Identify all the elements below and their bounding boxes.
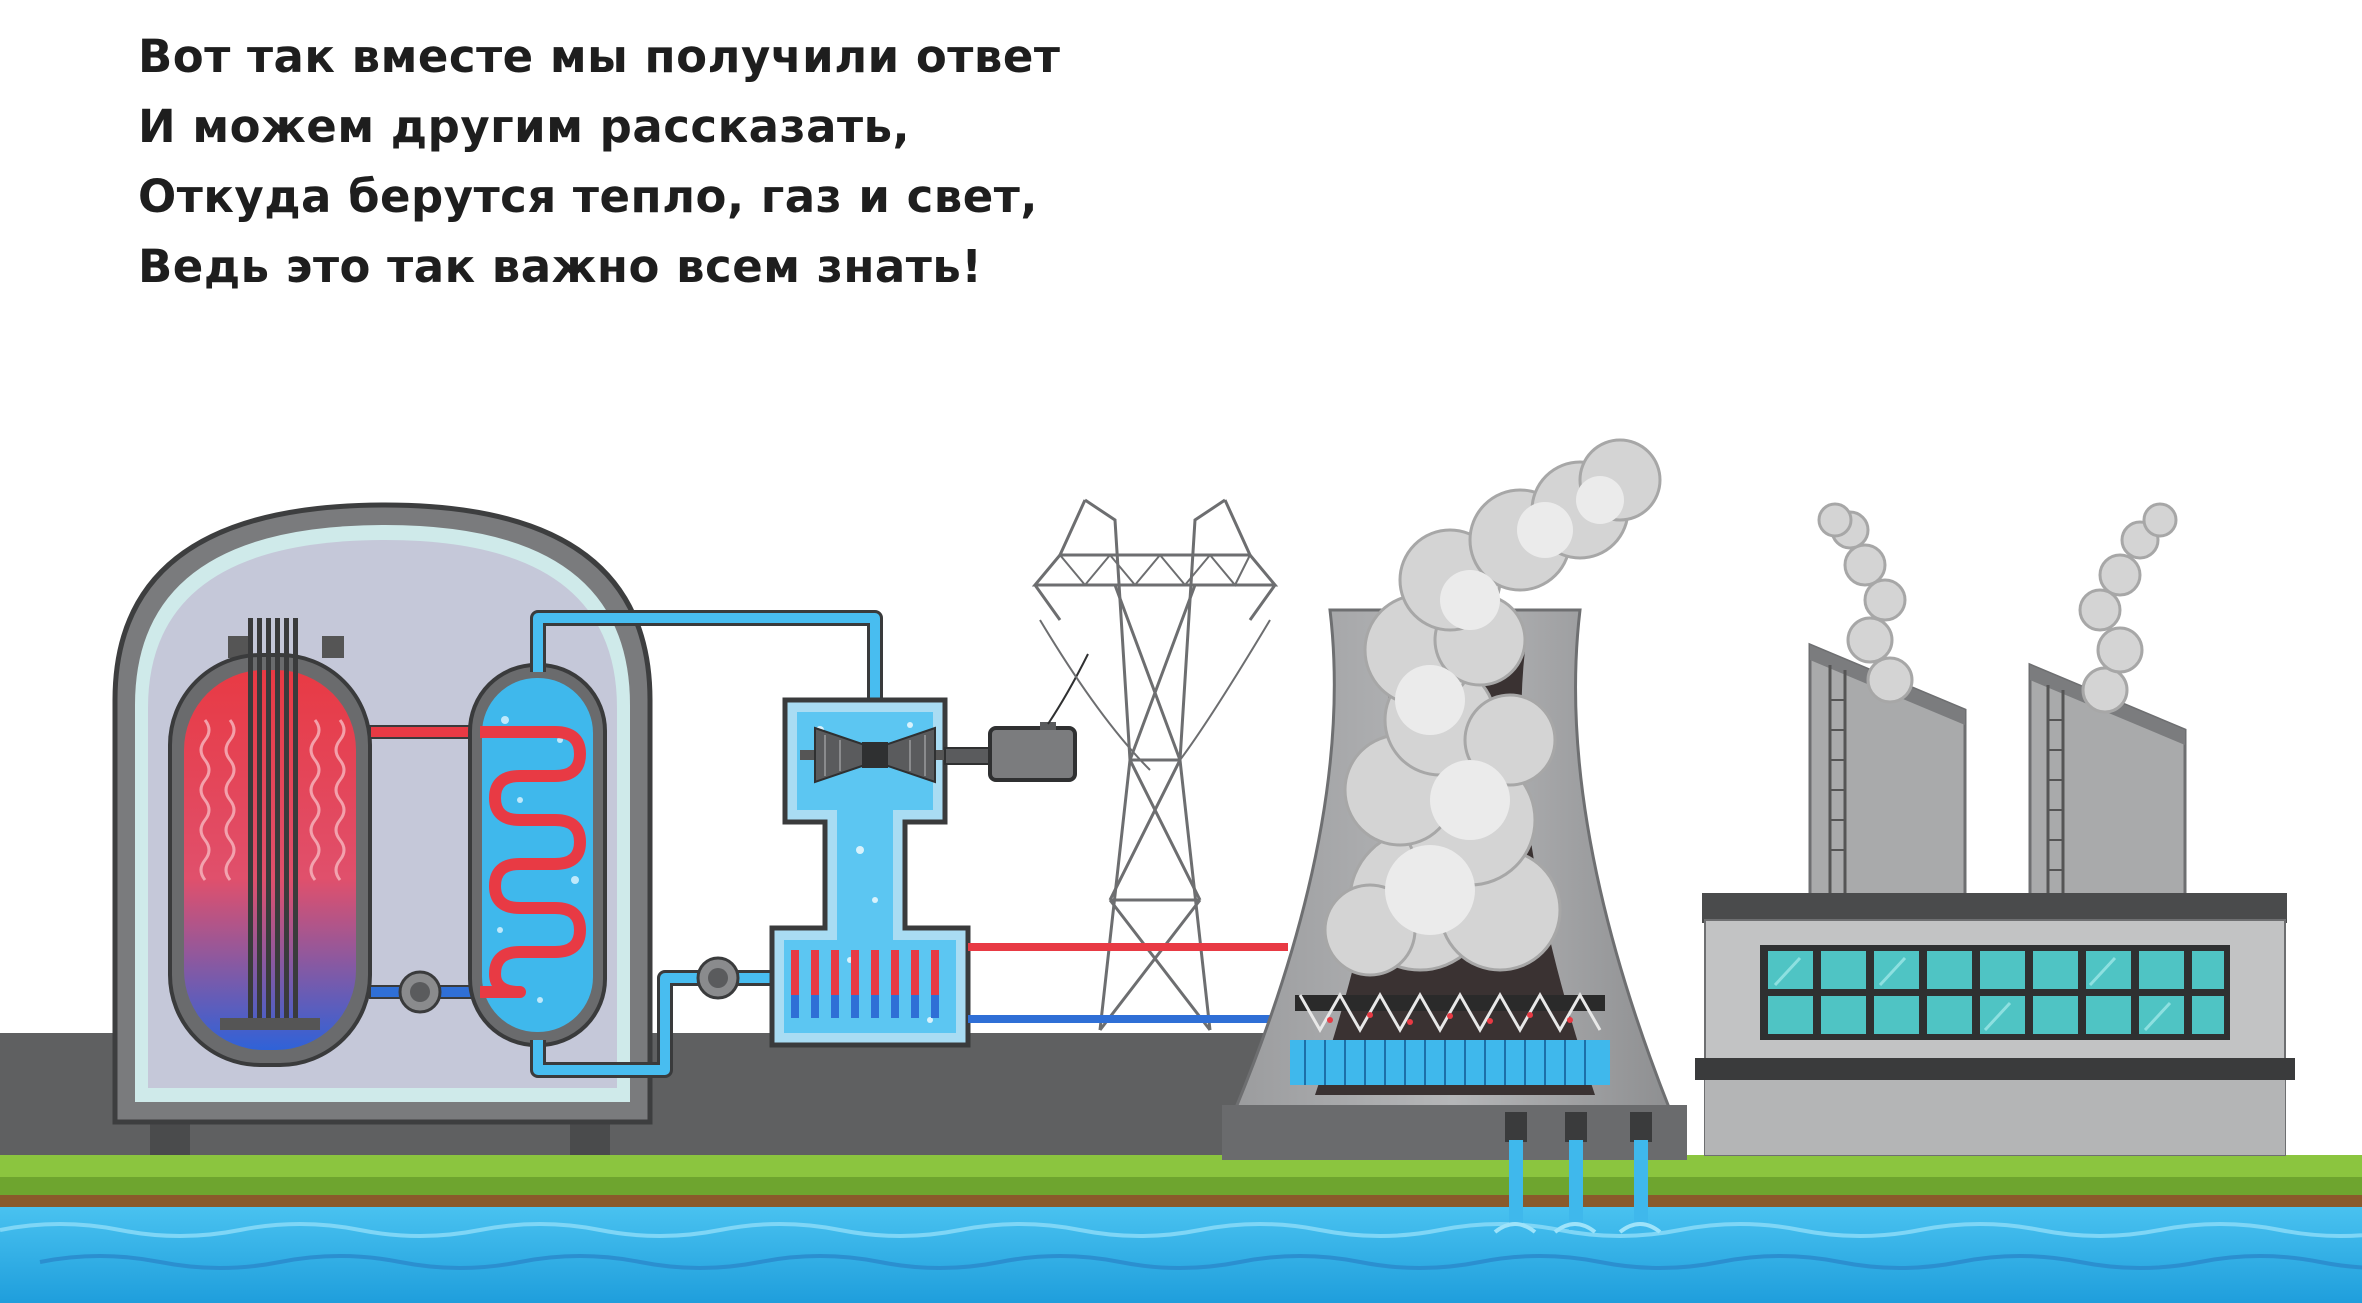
poem-line-2: И можем другим рассказать, [138,100,911,153]
factory-ladders [1828,665,2065,895]
poem-line-3: Откуда берутся тепло, газ и свет, [138,170,1038,223]
control-rods [220,618,320,1030]
factory [1695,502,2295,1156]
turbine-condenser [769,697,971,1048]
generator [944,653,1089,782]
cooling-pipes [968,943,1288,1023]
condenser-coil [791,950,939,1018]
reactor-vessel [168,618,372,1067]
secondary-loop [530,610,883,1078]
poem-line-4: Ведь это так важно всем знать! [138,240,983,293]
steam-generator [468,663,607,1047]
poem-line-1: Вот так вместе мы получили ответ [138,30,1061,83]
steam-clouds [1323,438,1662,977]
turbine-icon [800,726,950,784]
cooling-fill [1290,991,1610,1085]
poem: Вот так вместе мы получили ответ И можем… [138,22,1238,302]
factory-windows [1760,945,2230,1040]
river [0,1207,2362,1303]
power-line-tower [1031,498,1279,1031]
primary-loop [369,725,481,1014]
factory-smoke [1817,502,2178,714]
outflow-pipes [1493,1112,1662,1234]
